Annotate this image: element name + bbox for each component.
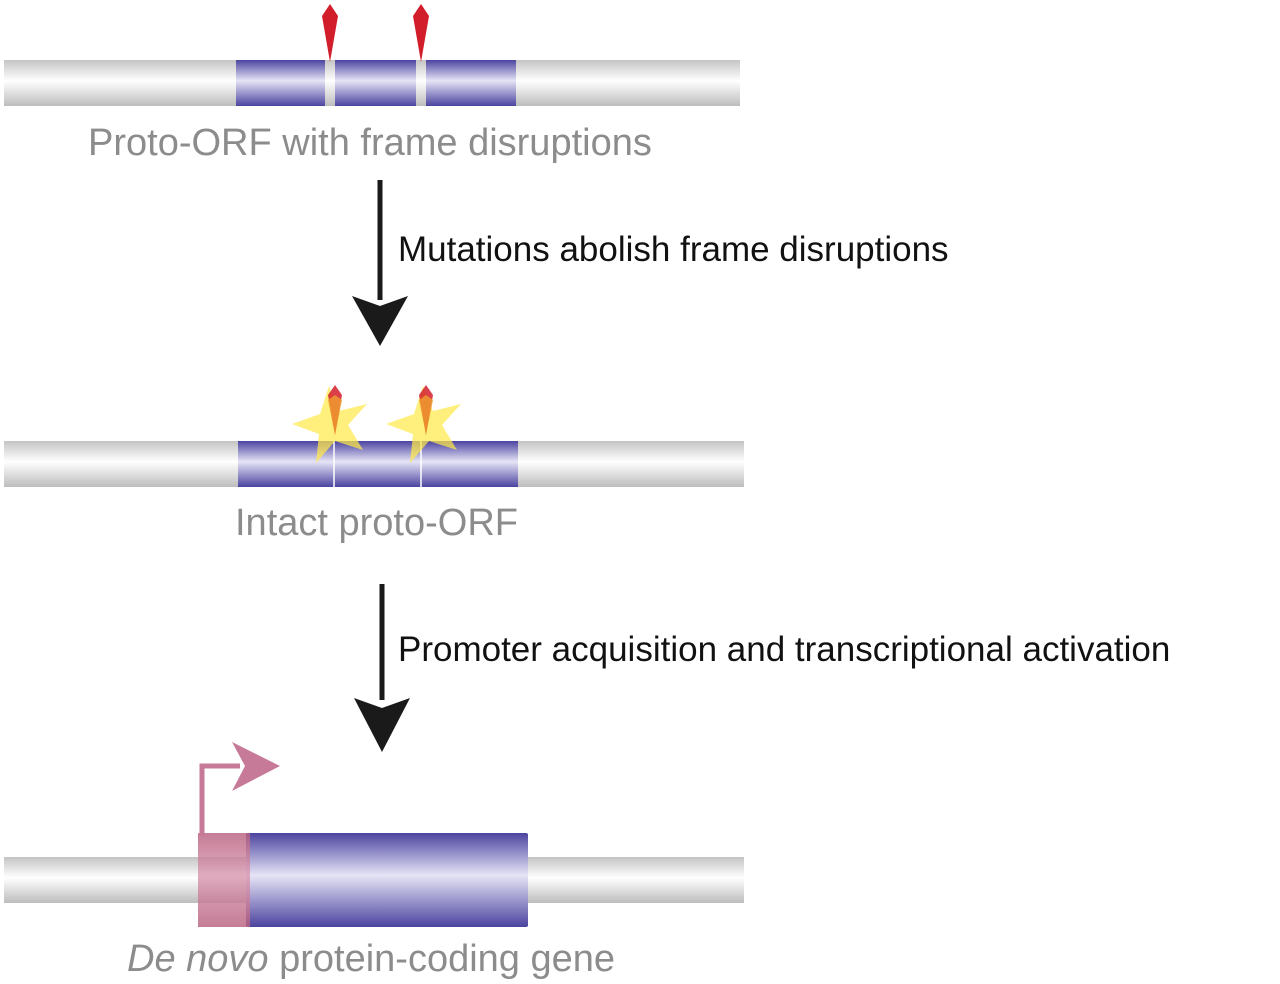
caption-rest-part: protein-coding gene [268, 938, 616, 980]
orf-segment [236, 60, 325, 106]
frame-disruption-marker [413, 4, 429, 62]
step-arrow [352, 180, 408, 346]
step-arrow [354, 584, 410, 752]
step-label-mutations: Mutations abolish frame disruptions [398, 230, 949, 269]
step-label-promoter-acquisition: Promoter acquisition and transcriptional… [398, 630, 1171, 669]
orf-segment [335, 60, 416, 106]
orf-segment [246, 833, 528, 927]
caption-intact-proto-orf: Intact proto-ORF [235, 502, 518, 544]
panel-proto-orf-disrupted [4, 4, 740, 106]
orf-segment [238, 441, 518, 487]
panel-intact-proto-orf [4, 385, 744, 487]
frame-disruption-marker [322, 4, 338, 62]
caption-proto-orf-disrupted: Proto-ORF with frame disruptions [88, 122, 652, 164]
panel-de-novo-gene [4, 742, 744, 927]
mutation-star-icon [386, 386, 461, 463]
orf-segment [426, 60, 516, 106]
mutation-star-icon [292, 386, 367, 463]
promoter-region [198, 833, 250, 927]
caption-de-novo-gene: De novo protein-coding gene [127, 940, 615, 978]
transcription-start-arrow-icon [199, 742, 280, 836]
caption-italic-part: De novo [127, 938, 269, 980]
